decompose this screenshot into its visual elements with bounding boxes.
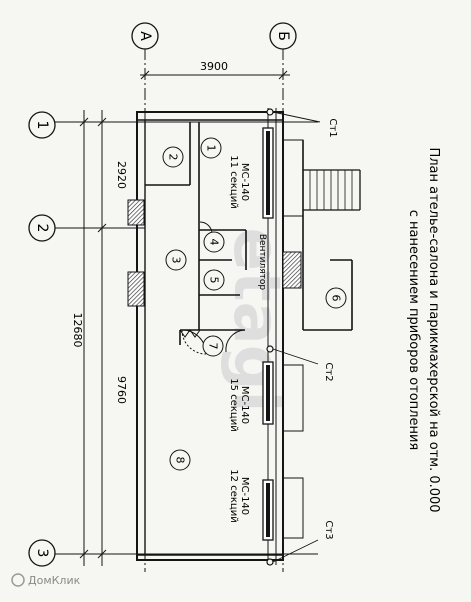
column-1 (127, 199, 145, 226)
riser-1-mark (266, 108, 274, 116)
room-marker-4 (203, 231, 225, 253)
room-number-4: 4 (208, 239, 221, 246)
room-number-2: 2 (167, 154, 180, 161)
room-number-3: 3 (170, 257, 183, 264)
riser-3-mark (266, 558, 274, 566)
window-1 (282, 139, 304, 217)
window-2 (282, 364, 304, 432)
radiator-2-core (266, 365, 270, 421)
partitions (145, 122, 247, 345)
dim-seg-23: 9760 (115, 376, 128, 404)
watermark-etagi: etagi (219, 228, 293, 413)
window-3 (282, 477, 304, 539)
door-zigzag (179, 329, 201, 338)
axis-label-a: А (137, 31, 153, 41)
riser-2-label: Ст2 (323, 362, 334, 381)
room-marker-3 (165, 249, 187, 271)
domclick-logo-icon (11, 573, 25, 587)
risers: Ст1 Ст2 Ст3 (266, 108, 338, 566)
axis-label-1: 1 (34, 121, 50, 130)
axis-bubble-b (269, 22, 297, 50)
room-number-6: 6 (330, 295, 343, 302)
dim-tick (97, 117, 107, 127)
axis-bubble-1 (28, 111, 56, 139)
stair-block (302, 140, 361, 331)
room-marker-5 (203, 269, 225, 291)
radiator-2-sections: 15 секций (228, 378, 239, 431)
dim-tick (140, 70, 150, 80)
door-arc (181, 329, 207, 355)
room-number-7: 7 (207, 343, 220, 350)
axis-label-b: Б (275, 31, 291, 41)
dim-tick (97, 223, 107, 233)
axis-bubble-3 (28, 539, 56, 567)
riser-leader (272, 111, 321, 123)
dim-tick (79, 549, 89, 559)
dim-seg-12: 2920 (115, 161, 128, 189)
footer-strip (0, 572, 471, 602)
room-number-5: 5 (208, 277, 221, 284)
room-markers: 1 2 3 4 5 6 7 8 (162, 137, 347, 471)
dim-tick (278, 70, 288, 80)
sheet-title-line-1: План ателье-салона и парикмахерской на о… (426, 147, 441, 512)
room-marker-1 (200, 137, 222, 159)
axis-bubble-2 (28, 214, 56, 242)
axis-label-2: 2 (34, 224, 50, 233)
door-arc (225, 329, 245, 353)
riser-2-mark (266, 345, 274, 353)
outer-walls (136, 111, 284, 561)
door-arc (199, 221, 213, 235)
axis-label-3: 3 (34, 549, 50, 558)
room-number-1: 1 (205, 145, 218, 152)
building-outline (136, 111, 284, 561)
sheet-title-line-2: с нанесением приборов отопления (406, 210, 421, 451)
riser-leader (272, 539, 319, 563)
hatched-columns (127, 199, 302, 307)
radiator-2-model: МС-140 (239, 386, 250, 424)
riser-3-label: Ст3 (323, 520, 334, 539)
dimension-lines (79, 70, 290, 566)
radiator-3-model: МС-140 (239, 477, 250, 515)
radiator-1-core (266, 131, 270, 215)
column-2 (127, 271, 145, 307)
dim-tick (79, 117, 89, 127)
dim-total-13: 12680 (71, 313, 84, 348)
axis-bubbles: А Б 1 2 3 (28, 22, 297, 567)
radiator-1-model: МС-140 (239, 163, 250, 201)
dim-tick (97, 549, 107, 559)
dim-width-ab: 3900 (200, 60, 228, 73)
riser-1-label: Ст1 (327, 118, 338, 137)
room-marker-8 (169, 449, 191, 471)
radiator-3-sections: 12 секций (228, 469, 239, 522)
room-marker-2 (162, 146, 184, 168)
room-number-8: 8 (174, 457, 187, 464)
room-marker-7 (202, 335, 224, 357)
column-3 (282, 251, 302, 289)
ventilator-label: Вентилятор (257, 234, 267, 291)
room-marker-6 (325, 287, 347, 309)
watermark-domclick: ДомКлик (28, 574, 81, 587)
radiator-1-sections: 11 секций (228, 155, 239, 208)
radiator-3-core (266, 483, 270, 537)
riser-leader (272, 348, 319, 365)
radiators: МС-140 11 секций МС-140 15 секций МС-140… (228, 127, 304, 541)
axis-bubble-a (131, 22, 159, 50)
